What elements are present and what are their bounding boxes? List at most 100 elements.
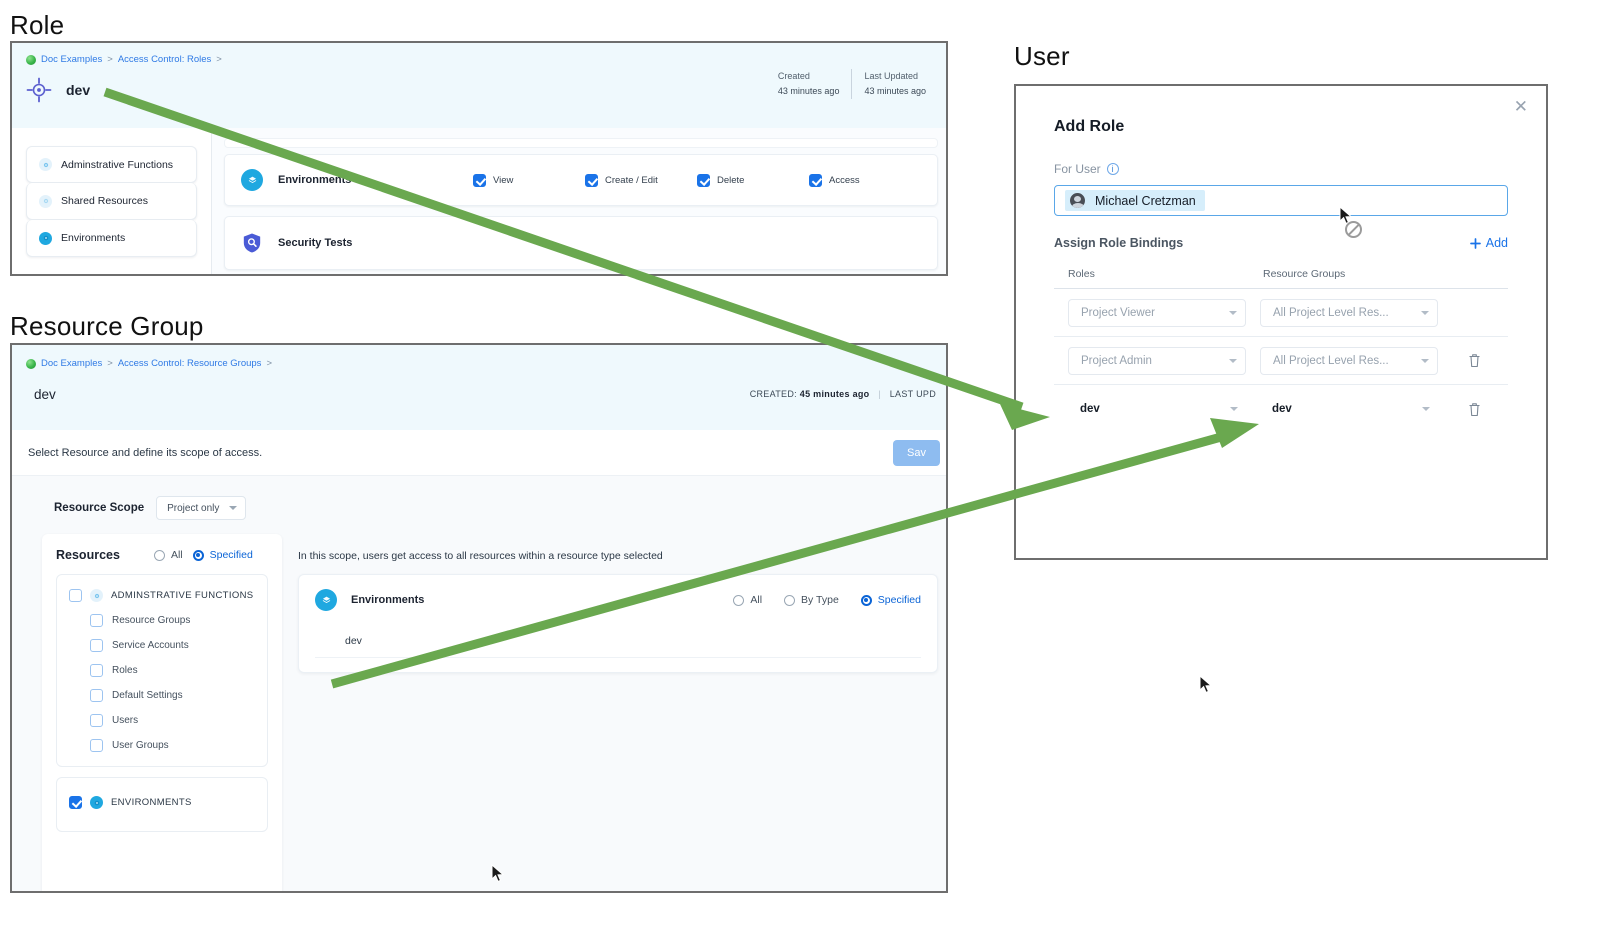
assign-role-bindings-row: Assign Role Bindings Add	[1054, 236, 1508, 250]
resource-group-select-2[interactable]: dev	[1260, 403, 1438, 415]
resource-child-service-accounts[interactable]: Service Accounts	[57, 633, 267, 658]
checkbox-box[interactable]	[697, 173, 710, 187]
rg-scope-bar: Resource Scope Project only	[12, 476, 946, 534]
radio-specified[interactable]	[192, 549, 204, 561]
checkbox-service-accounts[interactable]	[90, 639, 103, 652]
environments-icon	[39, 231, 52, 245]
radio-by-type[interactable]	[784, 594, 796, 606]
table-row: Project Viewer All Project Level Res...	[1054, 289, 1508, 337]
resource-scope-value: Project only	[167, 502, 220, 514]
resource-child-user-groups[interactable]: User Groups	[57, 733, 267, 758]
radio-specified[interactable]	[860, 594, 872, 606]
rg-meta: CREATED: 45 minutes ago | LAST UPD	[750, 389, 936, 399]
resource-group-select-1[interactable]: All Project Level Res...	[1260, 346, 1438, 375]
sidebar-item-administrative-functions[interactable]: Adminstrative Functions	[26, 146, 197, 183]
resource-child-label: Service Accounts	[112, 640, 189, 651]
sidebar-item-shared-resources[interactable]: Shared Resources	[26, 183, 197, 220]
environments-icon	[241, 169, 263, 191]
checkbox-box[interactable]	[809, 173, 822, 187]
role-select-1[interactable]: Project Admin	[1068, 346, 1246, 375]
scope-option-by-type[interactable]: By Type	[784, 594, 839, 606]
rg-meta-divider: |	[878, 389, 881, 399]
resource-child-label: User Groups	[112, 740, 169, 751]
breadcrumb-item-1[interactable]: Access Control: Resource Groups	[117, 358, 262, 369]
delete-row-button-2[interactable]	[1468, 402, 1481, 417]
resource-group-section-caption: Resource Group	[10, 311, 204, 341]
resources-pane: Resources All Specified	[42, 534, 282, 891]
user-select-field[interactable]: Michael Cretzman	[1054, 185, 1508, 216]
checkbox-access[interactable]: Access	[809, 173, 921, 187]
column-header-roles: Roles	[1068, 268, 1095, 280]
delete-row-button-1[interactable]	[1468, 353, 1481, 368]
bindings-column-headers: Roles Resource Groups	[1054, 268, 1508, 280]
chevron-down-icon	[1229, 358, 1237, 363]
info-icon[interactable]: i	[1106, 163, 1119, 175]
resource-group-administrative-functions: ADMINSTRATIVE FUNCTIONS Resource Groups …	[56, 574, 268, 767]
role-title-row: dev	[26, 77, 932, 103]
sidebar-item-label: Shared Resources	[61, 195, 148, 207]
scope-card-header: Environments All By Type	[315, 589, 921, 611]
role-select-0[interactable]: Project Viewer	[1068, 298, 1246, 327]
checkbox-box[interactable]	[473, 173, 486, 187]
role-section-caption: Role	[10, 10, 65, 40]
scope-option-all[interactable]: All	[733, 594, 762, 606]
breadcrumb-item-0[interactable]: Doc Examples	[41, 358, 103, 369]
checkbox-user-groups[interactable]	[90, 739, 103, 752]
checkbox-box[interactable]	[585, 173, 598, 187]
radio-specified-label: Specified	[877, 594, 921, 606]
add-label: Add	[1485, 236, 1508, 250]
resources-title: Resources	[56, 548, 120, 562]
checkbox-delete[interactable]: Delete	[697, 173, 809, 187]
role-breadcrumb[interactable]: Doc Examples > Access Control: Roles >	[26, 54, 932, 65]
checkbox-resource-groups[interactable]	[90, 614, 103, 627]
resource-child-default-settings[interactable]: Default Settings	[57, 683, 267, 708]
save-button[interactable]: Sav	[893, 440, 940, 466]
no-drop-icon	[1345, 221, 1362, 238]
resource-group-select-0[interactable]: All Project Level Res...	[1260, 298, 1438, 327]
admin-functions-icon	[90, 589, 103, 602]
scope-option-specified[interactable]: Specified	[860, 594, 921, 606]
checkbox-view[interactable]: View	[473, 173, 585, 187]
sidebar-item-environments[interactable]: Environments	[26, 220, 197, 257]
resources-header: Resources All Specified	[56, 548, 268, 562]
resource-child-users[interactable]: Users	[57, 708, 267, 733]
resources-option-all[interactable]: All	[153, 549, 183, 561]
checkbox-default-settings[interactable]	[90, 689, 103, 702]
user-chip[interactable]: Michael Cretzman	[1065, 190, 1205, 211]
rg-breadcrumb[interactable]: Doc Examples > Access Control: Resource …	[26, 358, 932, 369]
resource-child-resource-groups[interactable]: Resource Groups	[57, 608, 267, 633]
add-binding-button[interactable]: Add	[1469, 236, 1508, 250]
role-sidebar: Adminstrative Functions Shared Resources…	[12, 128, 212, 274]
resource-scope-select[interactable]: Project only	[156, 496, 247, 520]
breadcrumb-item-1[interactable]: Access Control: Roles	[117, 54, 212, 65]
checkbox-administrative-functions[interactable]	[69, 589, 82, 602]
checkbox-environments[interactable]	[69, 796, 82, 809]
meta-updated-label: Last Updated	[864, 71, 918, 81]
user-section-caption: User	[1014, 41, 1070, 71]
breadcrumb-item-0[interactable]: Doc Examples	[41, 54, 103, 65]
radio-all[interactable]	[153, 549, 165, 561]
checkbox-label: Delete	[717, 174, 745, 186]
breadcrumb-separator: >	[107, 54, 113, 65]
assign-role-bindings-label: Assign Role Bindings	[1054, 236, 1184, 250]
resource-group-header[interactable]: ENVIRONMENTS	[57, 792, 267, 815]
resource-group-header[interactable]: ADMINSTRATIVE FUNCTIONS	[57, 585, 267, 608]
close-icon[interactable]: ✕	[1513, 97, 1528, 116]
radio-specified-label: Specified	[209, 549, 253, 561]
resource-child-roles[interactable]: Roles	[57, 658, 267, 683]
checkbox-label: View	[493, 174, 514, 186]
target-icon	[26, 77, 52, 103]
radio-all[interactable]	[733, 594, 745, 606]
role-select-2[interactable]: dev	[1068, 403, 1246, 415]
mouse-pointer-icon-user-panel	[1199, 675, 1213, 694]
checkbox-create-edit[interactable]: Create / Edit	[585, 173, 697, 187]
radio-all-label: All	[750, 594, 763, 606]
resource-group-environments: ENVIRONMENTS	[56, 777, 268, 832]
checkbox-users[interactable]	[90, 714, 103, 727]
chevron-down-icon	[1422, 407, 1430, 411]
rg-updated-label: LAST UPD	[889, 389, 936, 399]
checkbox-roles[interactable]	[90, 664, 103, 677]
resources-option-specified[interactable]: Specified	[192, 549, 253, 561]
resource-group-select-value: dev	[1272, 403, 1292, 415]
